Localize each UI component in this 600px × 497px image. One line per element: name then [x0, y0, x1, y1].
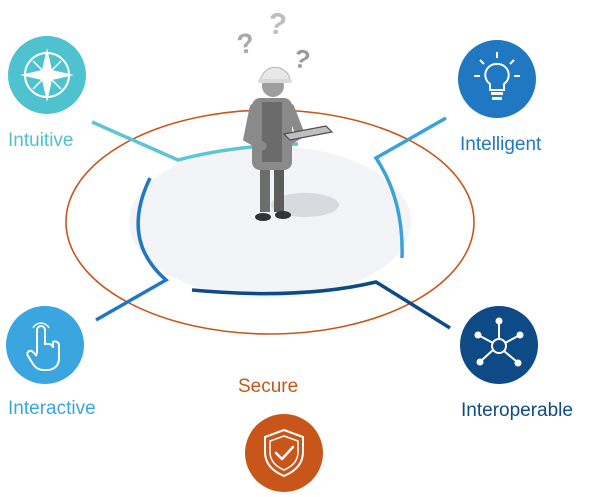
label-secure: Secure — [238, 376, 299, 397]
connector-intelligent — [373, 116, 447, 259]
worker-figure — [242, 66, 339, 221]
badge-interoperable — [460, 306, 538, 384]
shield-check-icon — [264, 428, 304, 478]
compass-icon — [20, 48, 74, 102]
badge-interactive — [6, 306, 84, 384]
lightbulb-icon — [474, 52, 520, 100]
connector-interoperable — [191, 280, 451, 330]
badge-intelligent — [458, 40, 536, 118]
network-hub-icon — [474, 317, 524, 367]
figure-shadow — [271, 193, 339, 217]
badge-secure — [245, 414, 323, 492]
inner-platform — [129, 146, 411, 298]
label-intelligent: Intelligent — [460, 134, 542, 155]
badge-intuitive — [8, 36, 86, 114]
label-interoperable: Interoperable — [461, 400, 573, 421]
label-interactive: Interactive — [8, 398, 96, 419]
touch-hand-icon — [26, 322, 61, 371]
label-intuitive: Intuitive — [8, 130, 74, 151]
connector-interactive — [95, 177, 170, 322]
